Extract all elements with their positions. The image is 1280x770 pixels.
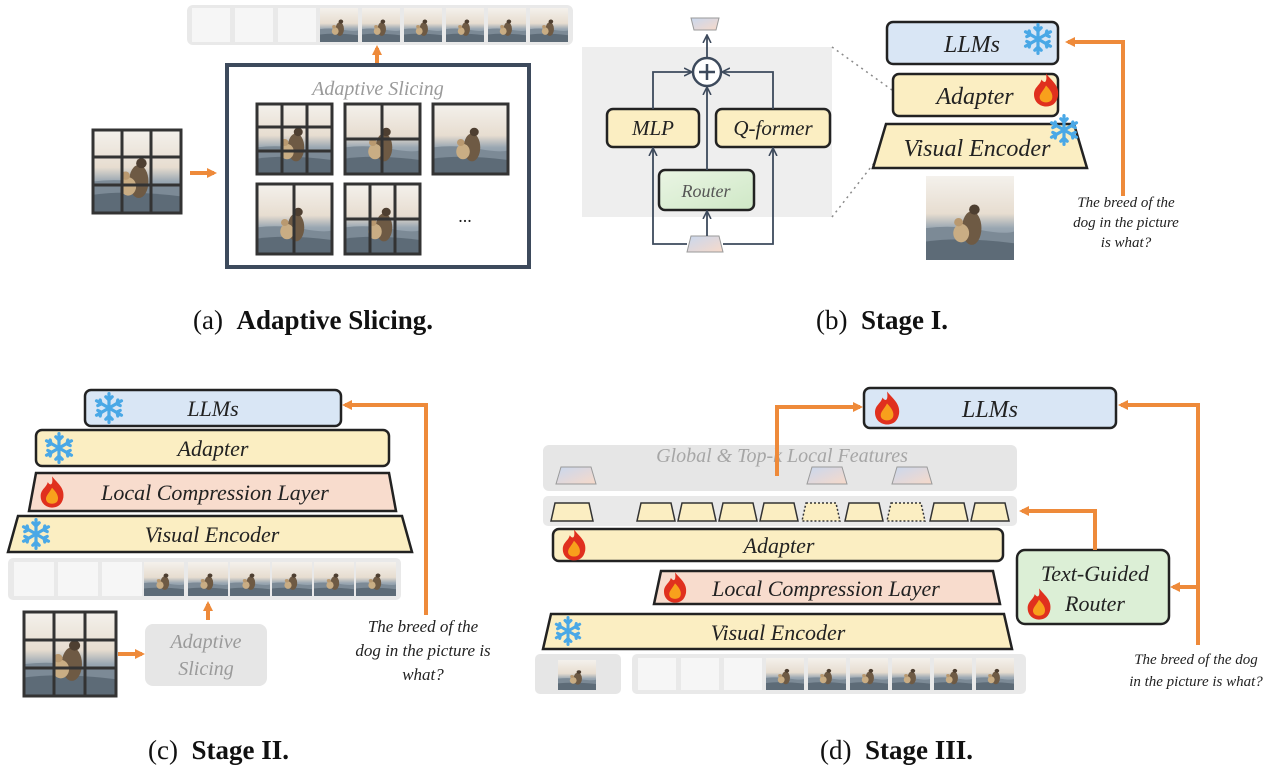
question-line-2-d: in the picture is what?	[1129, 674, 1263, 690]
more-slices-ellipsis: ...	[458, 206, 472, 226]
adapter-label-b: Adapter	[934, 84, 1014, 110]
caption-c-tag: (c)	[148, 735, 178, 765]
qformer-label: Q-former	[733, 116, 813, 140]
zoom-line-bottom	[831, 139, 893, 218]
selected-feature-tokens	[555, 466, 933, 485]
global-image	[558, 660, 596, 690]
router-to-tokens-arrow	[1019, 506, 1097, 550]
slice-grid-1	[255, 102, 334, 176]
input-image-a	[91, 128, 183, 215]
slicing-line-1-c: Adaptive	[168, 631, 241, 653]
router-line-1-d: Text-Guided	[1041, 561, 1150, 586]
question-line-3-c: what?	[402, 665, 444, 684]
input-image-b	[926, 176, 1014, 260]
input-token	[686, 235, 724, 253]
caption-b-tag: (b)	[816, 305, 848, 335]
features-label: Global & Top-k Local Features	[656, 445, 908, 467]
llm-label-d: LLMs	[961, 397, 1018, 423]
question-to-llm-arrow	[1118, 400, 1200, 645]
panel-c-stage-2: LLMs Adapter Local Compression Layer Vis…	[6, 388, 491, 698]
compression-label-d: Local Compression Layer	[711, 576, 940, 601]
visual-encoder-label-c: Visual Encoder	[145, 522, 280, 547]
slice-tokens-d	[638, 658, 1014, 690]
question-line-1-c: The breed of the	[368, 617, 479, 636]
router-label: Router	[681, 181, 732, 201]
caption-a-tag: (a)	[193, 305, 223, 335]
slicing-line-2-c: Slicing	[178, 658, 234, 680]
caption-d-text: Stage III.	[864, 735, 973, 765]
mlp-label: MLP	[631, 116, 674, 140]
question-line-1-b: The breed of the	[1077, 195, 1175, 211]
llm-block-c	[83, 388, 343, 428]
question-line-2-c: dog in the picture is	[355, 641, 491, 660]
compression-label-c: Local Compression Layer	[100, 480, 329, 505]
llm-block-b	[885, 20, 1060, 66]
slice-grid-5	[343, 182, 422, 256]
question-line-1-d: The breed of the dog	[1134, 652, 1258, 668]
caption-b-text: Stage I.	[860, 305, 948, 335]
panel-a-adaptive-slicing: Adaptive Slicing	[91, 5, 573, 269]
question-arrow-c	[342, 400, 428, 615]
adapter-label-d: Adapter	[742, 533, 815, 558]
panel-d-stage-3: LLMs Global & Top-k Local Features Adapt…	[535, 386, 1263, 694]
slice-grid-4	[255, 182, 334, 256]
caption-d: (d) Stage III.	[820, 735, 973, 766]
adapter-output-tokens	[550, 502, 1010, 522]
visual-encoder-block-b	[871, 122, 1089, 170]
caption-c: (c) Stage II.	[148, 735, 289, 766]
question-arrow-b	[1065, 37, 1125, 196]
slice-tokens-c	[14, 562, 396, 596]
visual-encoder-label-b: Visual Encoder	[904, 136, 1052, 162]
adaptive-slicing-box-c	[145, 624, 267, 686]
adaptive-slicing-title: Adaptive Slicing	[310, 78, 444, 100]
features-to-llm-arrow	[775, 402, 863, 476]
llm-label-b: LLMs	[943, 32, 1000, 58]
panel-b-stage-1: MLP Q-former Router LLMs Adapter Visual …	[582, 17, 1179, 260]
slice-grid-2	[343, 102, 422, 176]
input-image-c	[22, 610, 118, 698]
compression-block-c	[27, 471, 398, 513]
zoom-line-top	[831, 46, 893, 91]
adapter-block-c	[34, 428, 391, 468]
question-line-3-b: is what?	[1101, 235, 1152, 251]
visual-encoder-block-c	[6, 514, 414, 554]
adapter-label-c: Adapter	[176, 436, 249, 461]
llm-block-d	[862, 386, 1118, 430]
caption-b: (b) Stage I.	[816, 305, 948, 336]
compression-block-d	[652, 569, 1002, 606]
adapter-block-d	[551, 527, 1005, 563]
caption-a-text: Adaptive Slicing.	[236, 305, 433, 335]
caption-d-tag: (d)	[820, 735, 852, 765]
caption-c-text: Stage II.	[191, 735, 289, 765]
output-token	[690, 17, 720, 31]
router-line-2-d: Router	[1064, 591, 1125, 616]
visual-encoder-block-d	[541, 612, 1014, 651]
caption-a: (a) Adaptive Slicing.	[193, 305, 433, 336]
llm-label-c: LLMs	[186, 396, 238, 421]
slice-grid-3	[431, 102, 510, 176]
visual-encoder-label-d: Visual Encoder	[711, 620, 846, 645]
question-line-2-b: dog in the picture	[1073, 215, 1179, 231]
slice-tokens-a	[192, 8, 568, 42]
